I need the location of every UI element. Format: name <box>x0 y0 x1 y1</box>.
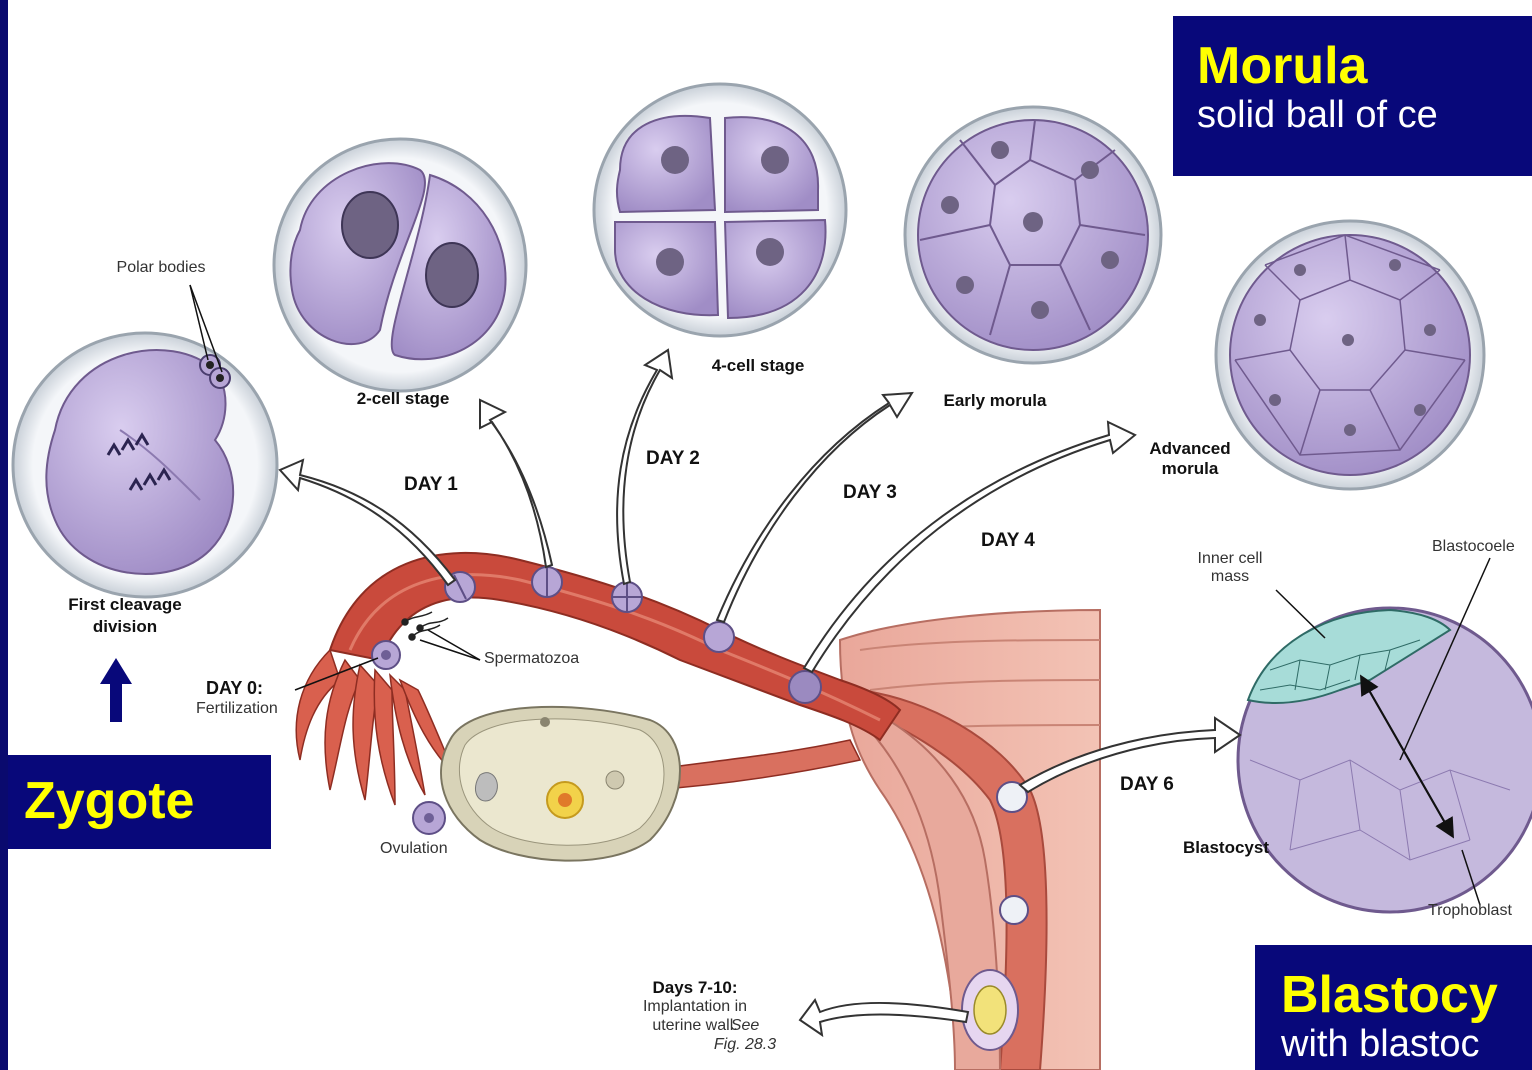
label-implantation: Days 7-10: Implantation in uterine wall.… <box>600 978 790 1054</box>
label-polar-bodies: Polar bodies <box>96 259 226 277</box>
label-day-4: DAY 4 <box>981 530 1035 552</box>
stage-early-morula <box>905 107 1161 363</box>
callout-blastocyst-title: Blastocy <box>1281 967 1532 1023</box>
callout-blastocyst: Blastocy with blastoc <box>1255 945 1532 1070</box>
label-implantation-title: Days 7-10: <box>600 978 790 997</box>
label-first-cleavage: First cleavage division <box>45 594 205 638</box>
label-spermatozoa: Spermatozoa <box>484 650 579 668</box>
callout-morula: Morula solid ball of ce <box>1173 16 1532 176</box>
callout-blastocyst-subtitle: with blastoc <box>1281 1023 1532 1065</box>
stage-4-cell <box>594 84 846 336</box>
label-blastocoele: Blastocoele <box>1432 538 1515 556</box>
label-day-3: DAY 3 <box>843 482 897 504</box>
callout-morula-subtitle: solid ball of ce <box>1197 94 1532 136</box>
stage-advanced-morula <box>1216 221 1484 489</box>
stage-zygote <box>13 333 277 597</box>
label-day-2: DAY 2 <box>646 448 700 470</box>
implantation-site <box>962 970 1018 1050</box>
stage-blastocyst <box>1238 608 1532 912</box>
label-fertilization: Fertilization <box>196 700 278 718</box>
ovary <box>441 707 680 861</box>
label-4-cell-stage: 4-cell stage <box>688 356 828 376</box>
label-advanced-morula: Advanced morula <box>1135 439 1245 479</box>
callout-zygote-title: Zygote <box>24 773 271 829</box>
label-ovulation: Ovulation <box>380 840 448 858</box>
label-2-cell-stage: 2-cell stage <box>333 389 473 409</box>
label-blastocyst: Blastocyst <box>1183 838 1269 858</box>
callout-zygote: Zygote <box>8 755 271 849</box>
callout-morula-title: Morula <box>1197 38 1532 94</box>
label-day-6: DAY 6 <box>1120 774 1174 796</box>
stage-2-cell <box>274 139 526 391</box>
label-day-1: DAY 1 <box>404 474 458 496</box>
label-day-0: DAY 0: <box>206 678 263 699</box>
label-trophoblast: Trophoblast <box>1428 902 1512 920</box>
label-inner-cell-mass: Inner cell mass <box>1180 550 1280 586</box>
label-early-morula: Early morula <box>925 391 1065 411</box>
zygote-up-arrow <box>100 658 132 722</box>
fimbriae <box>296 650 455 805</box>
